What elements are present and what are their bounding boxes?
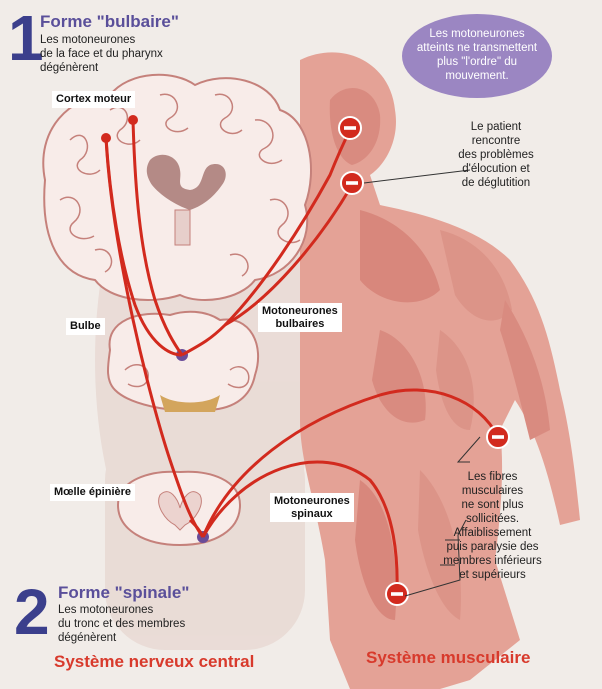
- form2-description-line: du tronc et des membres: [58, 618, 185, 632]
- form1-description-line: Les motoneurones: [40, 34, 163, 48]
- note-line: et supérieurs: [430, 568, 555, 582]
- minus-icon: [386, 583, 408, 605]
- note-line: Affaiblissement: [430, 526, 555, 540]
- form1-title: Forme "bulbaire": [40, 12, 179, 32]
- note-line: des problèmes: [440, 148, 552, 162]
- form1-description-line: de la face et du pharynx: [40, 48, 163, 62]
- note-line: membres inférieurs: [430, 554, 555, 568]
- cortex-label: Cortex moteur: [52, 91, 135, 108]
- note-line: Le patient: [440, 120, 552, 134]
- minus-icon: [341, 172, 363, 194]
- note-line: Les fibres: [430, 470, 555, 484]
- motoneurones-bulbaires-label: Motoneurones bulbaires: [258, 303, 342, 332]
- form2-number: 2: [14, 580, 50, 644]
- form2-title: Forme "spinale": [58, 583, 189, 603]
- patient-note: Le patient rencontre des problèmes d'élo…: [440, 120, 552, 190]
- bubble-line: plus "l'ordre" du: [417, 56, 537, 70]
- moelle-label: Mœlle épinière: [50, 484, 135, 501]
- bulbe-section: [108, 312, 258, 412]
- note-line: ne sont plus: [430, 498, 555, 512]
- label-line: spinaux: [274, 508, 350, 521]
- note-line: sollicitées.: [430, 512, 555, 526]
- minus-icon: [487, 426, 509, 448]
- brain: [43, 75, 311, 300]
- minus-icon: [339, 117, 361, 139]
- form1-description-line: dégénèrent: [40, 62, 163, 76]
- form2-description-line: Les motoneurones: [58, 604, 185, 618]
- label-line: Motoneurones: [274, 495, 350, 508]
- form2-description-line: dégénèrent: [58, 632, 185, 646]
- note-line: puis paralysie des: [430, 540, 555, 554]
- form1-description: Les motoneurones de la face et du pharyn…: [40, 34, 163, 75]
- note-line: musculaires: [430, 484, 555, 498]
- info-bubble: Les motoneurones atteints ne transmetten…: [402, 14, 552, 98]
- bubble-line: Les motoneurones: [417, 28, 537, 42]
- system-muscular-title: Système musculaire: [366, 648, 530, 668]
- bulbe-label: Bulbe: [66, 318, 105, 335]
- label-line: bulbaires: [262, 318, 338, 331]
- fibres-note: Les fibres musculaires ne sont plus soll…: [430, 470, 555, 582]
- label-line: Motoneurones: [262, 305, 338, 318]
- system-central-title: Système nerveux central: [54, 652, 254, 672]
- note-line: d'élocution et: [440, 162, 552, 176]
- bubble-line: mouvement.: [417, 70, 537, 84]
- bubble-line: atteints ne transmettent: [417, 42, 537, 56]
- note-line: de déglutition: [440, 176, 552, 190]
- form1-number: 1: [8, 6, 44, 70]
- motoneurones-spinaux-label: Motoneurones spinaux: [270, 493, 354, 522]
- form2-description: Les motoneurones du tronc et des membres…: [58, 604, 185, 645]
- note-line: rencontre: [440, 134, 552, 148]
